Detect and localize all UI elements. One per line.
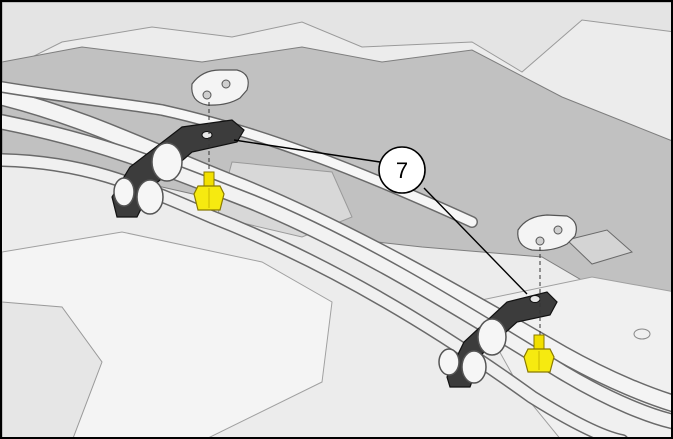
upper-clip-ring-3 xyxy=(113,177,135,207)
upper-tab-hole-1 xyxy=(202,90,212,100)
upper-clip-hole xyxy=(201,131,213,139)
lower-mounting-tab xyxy=(517,214,577,251)
upper-bolt-icon xyxy=(193,171,225,211)
left-edge-structure xyxy=(2,301,103,437)
lower-bolt-icon xyxy=(523,334,555,373)
floor-pad xyxy=(566,229,634,265)
lower-tab-hole-2 xyxy=(553,225,563,235)
lower-clip-ring-3 xyxy=(438,348,460,376)
callout-number: 7 xyxy=(396,158,408,183)
callout-leader-upper xyxy=(233,139,381,163)
upper-tab-hole-2 xyxy=(221,79,231,89)
upper-clip-ring-1 xyxy=(151,142,183,182)
floor-hole xyxy=(633,328,651,340)
upper-body-panel xyxy=(2,2,671,73)
callout-bubble xyxy=(378,146,426,194)
lower-clip-ring-1 xyxy=(477,318,507,356)
lower-clip-ring-2 xyxy=(461,350,487,384)
upper-clip-ring-2 xyxy=(136,179,164,215)
upper-clip-assembly xyxy=(111,119,245,218)
callout-leader-lower xyxy=(423,187,528,295)
lower-tab-hole-1 xyxy=(535,236,545,246)
lower-clip-hole xyxy=(529,295,541,303)
